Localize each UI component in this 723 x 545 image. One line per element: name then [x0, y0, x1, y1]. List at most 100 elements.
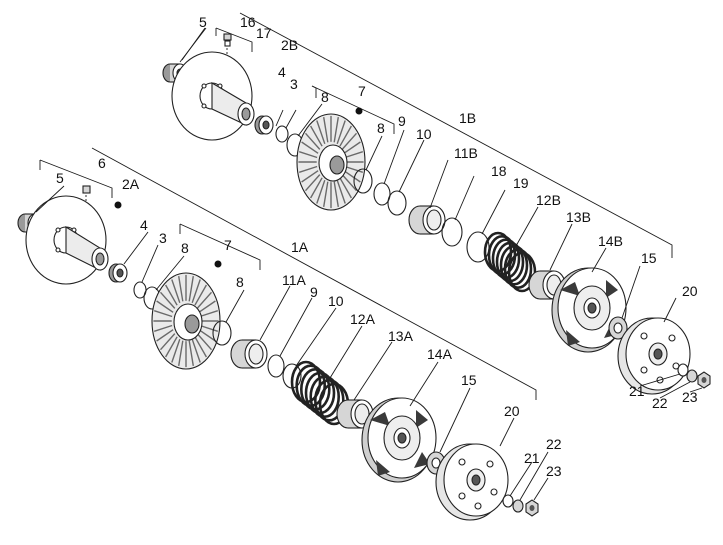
label-1A: 1A [291, 239, 309, 255]
spring-coil [304, 371, 336, 415]
label-5-top: 5 [199, 14, 207, 30]
spring-coil [309, 375, 341, 419]
pulley-fin [323, 116, 329, 143]
label-2A: 2A [122, 176, 140, 192]
pulley-fin [164, 284, 178, 306]
label-8-bot-a: 8 [181, 240, 189, 256]
label-22-bottom: 22 [546, 436, 562, 452]
pulley-fin [323, 181, 329, 208]
label-2B: 2B [281, 37, 298, 53]
washer-21-upper [677, 363, 689, 377]
pulley-fin [341, 174, 358, 192]
circlip-3-upper [275, 125, 289, 143]
pulley-fin [304, 132, 321, 150]
pulley-fin [198, 300, 216, 313]
spring-coil [503, 248, 533, 290]
label-15-top: 15 [641, 250, 657, 266]
nut-23-upper [697, 371, 711, 389]
spring-coil [290, 360, 322, 404]
clutch-14B [551, 267, 627, 353]
clutch-bell-20-lower [435, 443, 509, 521]
washer-21-lower [502, 494, 514, 508]
pulley-fin [316, 179, 326, 204]
bracket-lines-lower [39, 147, 537, 400]
oring-8-lower-b [212, 320, 232, 346]
washer-22-upper [686, 369, 698, 383]
pulley-fin [153, 324, 173, 332]
label-4-bot: 4 [140, 217, 148, 233]
pulley-fin [171, 338, 181, 363]
pulley-fin [171, 279, 181, 304]
label-6: 6 [98, 155, 106, 171]
label-16: 16 [240, 14, 256, 30]
pulley-fin [343, 141, 361, 154]
pulley-fin [298, 151, 318, 159]
label-13B: 13B [566, 209, 591, 225]
lower-assembly [17, 185, 539, 521]
clutch-bell-20-upper [617, 317, 691, 395]
bearing-4-lower [108, 263, 128, 283]
label-23-right: 23 [682, 389, 698, 405]
nut-23-lower [525, 499, 539, 517]
label-20-bottom: 20 [504, 403, 520, 419]
dot-marker-upper [355, 107, 363, 115]
pulley-fin [339, 125, 353, 147]
sleeve-11B [408, 205, 446, 235]
label-22-right: 22 [652, 395, 668, 411]
pulley-fin [194, 336, 208, 358]
pulley-fin [336, 179, 346, 204]
ring-10-upper [387, 190, 407, 216]
pulley-fin [178, 340, 184, 367]
pulley-fin [301, 170, 319, 183]
label-3-bot: 3 [159, 230, 167, 246]
pulley-fin [188, 275, 194, 302]
leader-lines [35, 27, 703, 501]
ring-18 [441, 217, 463, 247]
label-5-bot: 5 [56, 170, 64, 186]
right-assembly [617, 317, 711, 395]
label-3-top: 3 [290, 76, 298, 92]
fixed-pulley-2A [25, 195, 122, 285]
movable-pulley-7-upper [296, 107, 366, 211]
spring-12B [483, 231, 537, 293]
pulley-fin [191, 279, 201, 304]
label-1B: 1B [459, 110, 476, 126]
label-14A: 14A [427, 346, 453, 362]
label-21-right: 21 [629, 383, 645, 399]
pulley-fin [164, 336, 178, 358]
spring-coil [313, 378, 345, 422]
pulley-fin [336, 120, 346, 145]
label-23-bottom: 23 [546, 463, 562, 479]
pulley-fin [191, 338, 201, 363]
label-12B: 12B [536, 192, 561, 208]
pulley-fin [196, 333, 213, 351]
fixed-pulley-2B [171, 51, 255, 141]
label-7-top: 7 [358, 83, 366, 99]
pulley-fin [188, 340, 194, 367]
label-18: 18 [491, 163, 507, 179]
spring-coil [499, 244, 529, 286]
pulley-fin [344, 151, 364, 159]
label-9-top: 9 [398, 113, 406, 129]
pulley-fin [298, 165, 318, 173]
pulley-fin [339, 177, 353, 199]
pulley-fin [309, 177, 323, 199]
pulley-fin [196, 291, 213, 309]
label-20-right: 20 [682, 283, 698, 299]
pulley-fin [333, 116, 339, 143]
pulley-fin [333, 181, 339, 208]
oring-8-upper-b [353, 168, 373, 194]
washer-22-lower [512, 499, 524, 513]
pulley-fin [198, 329, 216, 342]
upper-assembly [162, 33, 628, 353]
label-12A: 12A [350, 311, 376, 327]
part-labels: 5 16 17 2B 4 3 7 8 8 9 10 1B 11B 18 19 1… [56, 14, 698, 479]
pulley-fin [153, 310, 173, 318]
label-14B: 14B [598, 233, 623, 249]
label-7-bot: 7 [224, 237, 232, 253]
washer-15-upper [608, 316, 628, 340]
pulley-fin [316, 120, 326, 145]
label-8-top-b: 8 [377, 120, 385, 136]
